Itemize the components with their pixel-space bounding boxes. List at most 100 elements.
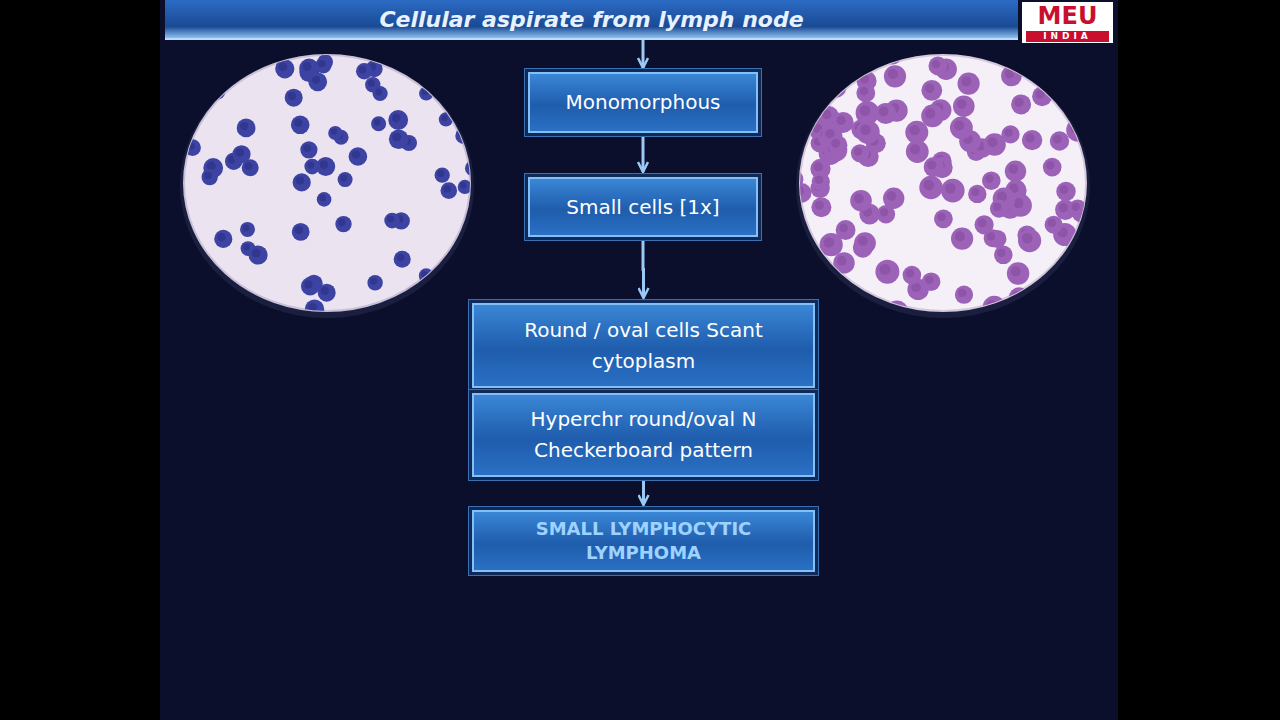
cell-chromatin (437, 170, 444, 177)
cell-chromatin (461, 292, 470, 301)
cell-chromatin (909, 125, 919, 135)
cell-nucleus (1018, 229, 1041, 252)
cell-chromatin (795, 187, 804, 196)
cell-chromatin (815, 201, 824, 210)
cell-chromatin (460, 182, 466, 188)
cell-nucleus (994, 246, 1013, 265)
cell-nucleus (1053, 66, 1073, 86)
cell-chromatin (886, 50, 894, 58)
cell-chromatin (826, 44, 836, 54)
cell-chromatin (1060, 185, 1069, 194)
cell-chromatin (243, 244, 250, 251)
cell-nucleus (789, 87, 809, 107)
cell-chromatin (910, 144, 920, 154)
cell-nucleus (830, 286, 852, 308)
cell-nucleus (249, 245, 268, 264)
cell-nucleus (792, 183, 812, 203)
cell-nucleus (232, 145, 250, 163)
cell-chromatin (204, 172, 211, 179)
cell-chromatin (392, 133, 401, 142)
cell-chromatin (392, 114, 401, 123)
cell-chromatin (880, 208, 888, 216)
cell-nucleus (836, 220, 856, 240)
flow-arrow (642, 241, 646, 298)
cell-nucleus (394, 251, 411, 268)
cell-chromatin (196, 293, 203, 300)
cell-chromatin (854, 194, 864, 204)
cell-nucleus (921, 80, 942, 101)
cell-chromatin (331, 128, 337, 134)
cell-nucleus (922, 272, 941, 291)
cell-chromatin (352, 150, 360, 158)
cell-nucleus (184, 139, 201, 156)
cell-nucleus (373, 86, 388, 101)
cell-chromatin (840, 61, 849, 70)
cell-nucleus (384, 213, 400, 229)
box-text: SMALL LYMPHOCYTIC LYMPHOMA (514, 517, 774, 565)
cell-nucleus (856, 84, 875, 103)
cell-nucleus (1020, 306, 1039, 325)
cell-nucleus (808, 82, 829, 103)
box-text: Small cells [1x] (566, 192, 719, 223)
cell-chromatin (186, 295, 195, 304)
cell-chromatin (888, 69, 898, 79)
cell-nucleus (1001, 125, 1019, 143)
cell-chromatin (262, 50, 270, 58)
process-box: Monomorphous (528, 72, 758, 133)
micrograph-left (184, 55, 470, 311)
cell-nucleus (1043, 158, 1062, 177)
cell-chromatin (937, 213, 945, 221)
cell-nucleus (983, 296, 1006, 319)
cell-chromatin (308, 303, 317, 312)
cell-nucleus (1009, 287, 1030, 308)
cell-chromatin (958, 289, 966, 297)
cell-nucleus (328, 126, 342, 140)
cell-chromatin (923, 180, 934, 191)
cell-chromatin (173, 140, 181, 148)
cell-nucleus (318, 284, 336, 302)
cell-chromatin (422, 89, 428, 95)
cell-chromatin (824, 237, 834, 247)
cell-chromatin (1059, 203, 1068, 212)
cell-nucleus (170, 136, 188, 154)
cell-chromatin (1005, 69, 1014, 78)
cell-nucleus (1011, 94, 1031, 114)
cell-nucleus (856, 52, 876, 72)
cell-nucleus (958, 73, 980, 95)
cell-chromatin (1053, 135, 1062, 144)
cell-chromatin (368, 80, 375, 87)
cell-chromatin (837, 256, 847, 266)
cell-chromatin (279, 63, 288, 72)
cell-chromatin (1056, 70, 1065, 79)
cell-chromatin (858, 236, 868, 246)
cell-chromatin (213, 88, 219, 94)
cell-nucleus (389, 129, 409, 149)
cell-nucleus (1007, 262, 1029, 284)
cell-chromatin (468, 213, 477, 222)
cell-nucleus (788, 250, 809, 271)
cell-nucleus (439, 112, 453, 126)
cell-chromatin (296, 176, 304, 184)
cell-nucleus (292, 223, 310, 241)
cell-chromatin (813, 99, 821, 107)
cell-chromatin (370, 278, 377, 285)
cell-chromatin (1015, 98, 1024, 107)
cell-chromatin (196, 48, 204, 56)
cell-nucleus (171, 244, 188, 261)
cell-chromatin (340, 175, 347, 182)
cell-nucleus (975, 215, 994, 234)
cell-chromatin (1022, 233, 1032, 243)
cell-chromatin (1005, 129, 1013, 137)
cell-nucleus (1066, 118, 1089, 141)
cell-nucleus (828, 136, 848, 156)
cell-chromatin (359, 66, 366, 73)
cell-nucleus (955, 286, 973, 304)
cell-nucleus (934, 209, 953, 228)
cell-nucleus (405, 286, 422, 303)
cell-nucleus (465, 161, 480, 176)
process-box: SMALL LYMPHOCYTIC LYMPHOMA (472, 510, 815, 572)
cell-chromatin (421, 271, 428, 278)
process-box: Small cells [1x] (528, 177, 758, 237)
cell-nucleus (851, 144, 869, 162)
cell-chromatin (860, 125, 871, 136)
